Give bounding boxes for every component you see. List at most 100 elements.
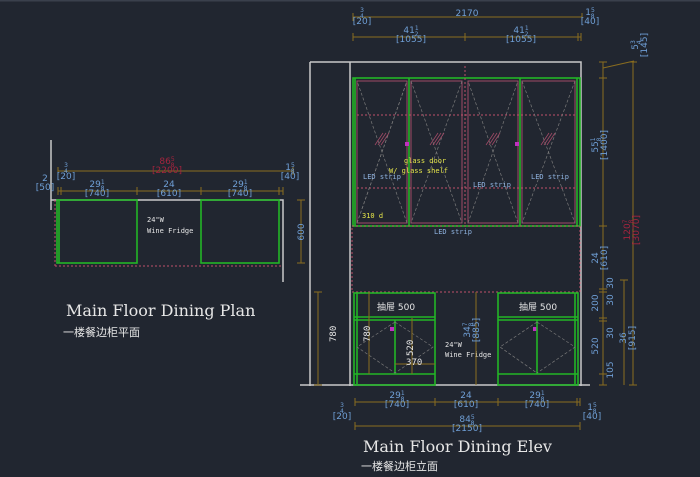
dim-w: 84 bbox=[459, 415, 471, 425]
dim-w: 24 bbox=[460, 391, 472, 401]
elev-led-note-2: LED strip bbox=[473, 181, 511, 189]
plan-subtitle: 一楼餐边柜平面 bbox=[63, 325, 140, 339]
dim-n: 3 bbox=[360, 7, 364, 14]
dim-w: 29 bbox=[529, 391, 541, 401]
dim-d: 8 bbox=[541, 396, 545, 403]
plan-dim-label: 2[50] bbox=[36, 174, 54, 193]
dim-w: 520 bbox=[591, 337, 601, 354]
plan-cabinet-left bbox=[56, 199, 138, 264]
dim-d: 8 bbox=[596, 137, 603, 141]
dim-mm: [740] bbox=[385, 400, 409, 410]
elev-fridge-label-2: Wine Fridge bbox=[445, 351, 491, 359]
dim-n: 5 bbox=[171, 156, 175, 163]
elevation-dim-label: 24[610] bbox=[591, 246, 610, 270]
elev-dim-lines bbox=[352, 13, 637, 430]
dim-n: 1 bbox=[244, 179, 248, 186]
dim-mm: [1400] bbox=[600, 130, 610, 160]
dim-n: 7 bbox=[462, 322, 469, 326]
dim-n: 1 bbox=[525, 25, 529, 32]
dim-w: 24 bbox=[163, 180, 175, 190]
dim-mm: [740] bbox=[85, 189, 109, 199]
dim-n: 1 bbox=[590, 137, 597, 141]
plan-view: 24"W Wine Fridge Main Floor Dining Plan … bbox=[50, 140, 305, 339]
plan-dim-label: 24[610] bbox=[157, 180, 181, 199]
dim-w: 600 bbox=[297, 223, 307, 240]
plan-countertop-outline bbox=[51, 199, 284, 282]
dim-mm: [20] bbox=[353, 17, 371, 27]
dim-w: 200 bbox=[591, 294, 601, 311]
dim-n: 5 bbox=[471, 414, 475, 421]
dim-w: 2170 bbox=[456, 9, 479, 19]
dim-mm: [885] bbox=[472, 318, 482, 342]
dim-mm: [20] bbox=[57, 172, 75, 182]
dim-n: 3 bbox=[340, 402, 344, 409]
dim-w: 30 bbox=[606, 277, 616, 289]
elevation-dim-label: 36[915] bbox=[619, 326, 638, 350]
dim-d: 8 bbox=[171, 162, 175, 169]
dim-w: 5 bbox=[631, 44, 641, 50]
elev-depth-note: 310 d bbox=[362, 212, 383, 220]
elev-upper-cabinet bbox=[352, 77, 581, 227]
dim-mm: [50] bbox=[36, 183, 54, 193]
elev-glass-note-2: W/ glass shelf bbox=[389, 167, 448, 175]
dim-d: 8 bbox=[468, 322, 475, 326]
elev-glass-doors bbox=[356, 80, 576, 224]
plan-dim-label: 600 bbox=[297, 223, 307, 240]
dim-n: 3 bbox=[630, 40, 637, 44]
elevation-dim-label: 12078[3070] bbox=[622, 215, 642, 245]
dim-w: 30 bbox=[606, 294, 616, 306]
dim-d: 8 bbox=[593, 408, 597, 415]
dim-mm: [610] bbox=[454, 400, 478, 410]
dim-mm: [915] bbox=[628, 326, 638, 350]
dim-w: 55 bbox=[591, 141, 601, 152]
elev-glass-note-1: glass door bbox=[404, 157, 446, 165]
elev-door-swing-lines bbox=[356, 80, 576, 224]
elev-dim-370: 370 bbox=[406, 358, 422, 368]
elev-fridge-label-1: 24"W bbox=[445, 341, 463, 349]
dim-n: 7 bbox=[622, 219, 629, 223]
dim-mm: [610] bbox=[600, 246, 610, 270]
dim-d: 8 bbox=[471, 420, 475, 427]
dim-w: 29 bbox=[232, 180, 244, 190]
dim-n: 5 bbox=[291, 162, 295, 169]
elevation-dim-label: 3478[885] bbox=[462, 318, 482, 342]
elev-dim-520: 520 bbox=[406, 340, 416, 356]
dim-w: 86 bbox=[159, 157, 171, 167]
dim-mm: [40] bbox=[281, 172, 299, 182]
plan-title: Main Floor Dining Plan bbox=[66, 301, 255, 320]
elevation-dim-label: 534[145] bbox=[630, 33, 650, 57]
elevation-dim-label: 30 bbox=[606, 294, 616, 306]
dim-mm: [1055] bbox=[396, 35, 426, 45]
plan-dim-ticks bbox=[57, 167, 305, 264]
elev-ceiling-line bbox=[310, 61, 582, 386]
dim-w: 1 bbox=[585, 8, 591, 18]
dim-mm: [2150] bbox=[452, 424, 482, 434]
dim-w: 1 bbox=[285, 163, 291, 173]
elev-door-markers bbox=[390, 142, 537, 331]
dim-n: 5 bbox=[593, 402, 597, 409]
dim-mm: [40] bbox=[583, 412, 601, 422]
dim-mm: [2200] bbox=[152, 166, 182, 176]
dim-d: 8 bbox=[401, 396, 405, 403]
dim-w: 34 bbox=[463, 326, 473, 338]
plan-fridge-label-1: 24"W bbox=[147, 216, 165, 224]
dim-d: 4 bbox=[360, 13, 364, 20]
dim-w: 36 bbox=[619, 332, 629, 344]
dim-w: 30 bbox=[606, 327, 616, 339]
dim-mm: [40] bbox=[581, 17, 599, 27]
dim-d: 8 bbox=[591, 13, 595, 20]
elev-inner-dim-lines bbox=[314, 291, 477, 386]
